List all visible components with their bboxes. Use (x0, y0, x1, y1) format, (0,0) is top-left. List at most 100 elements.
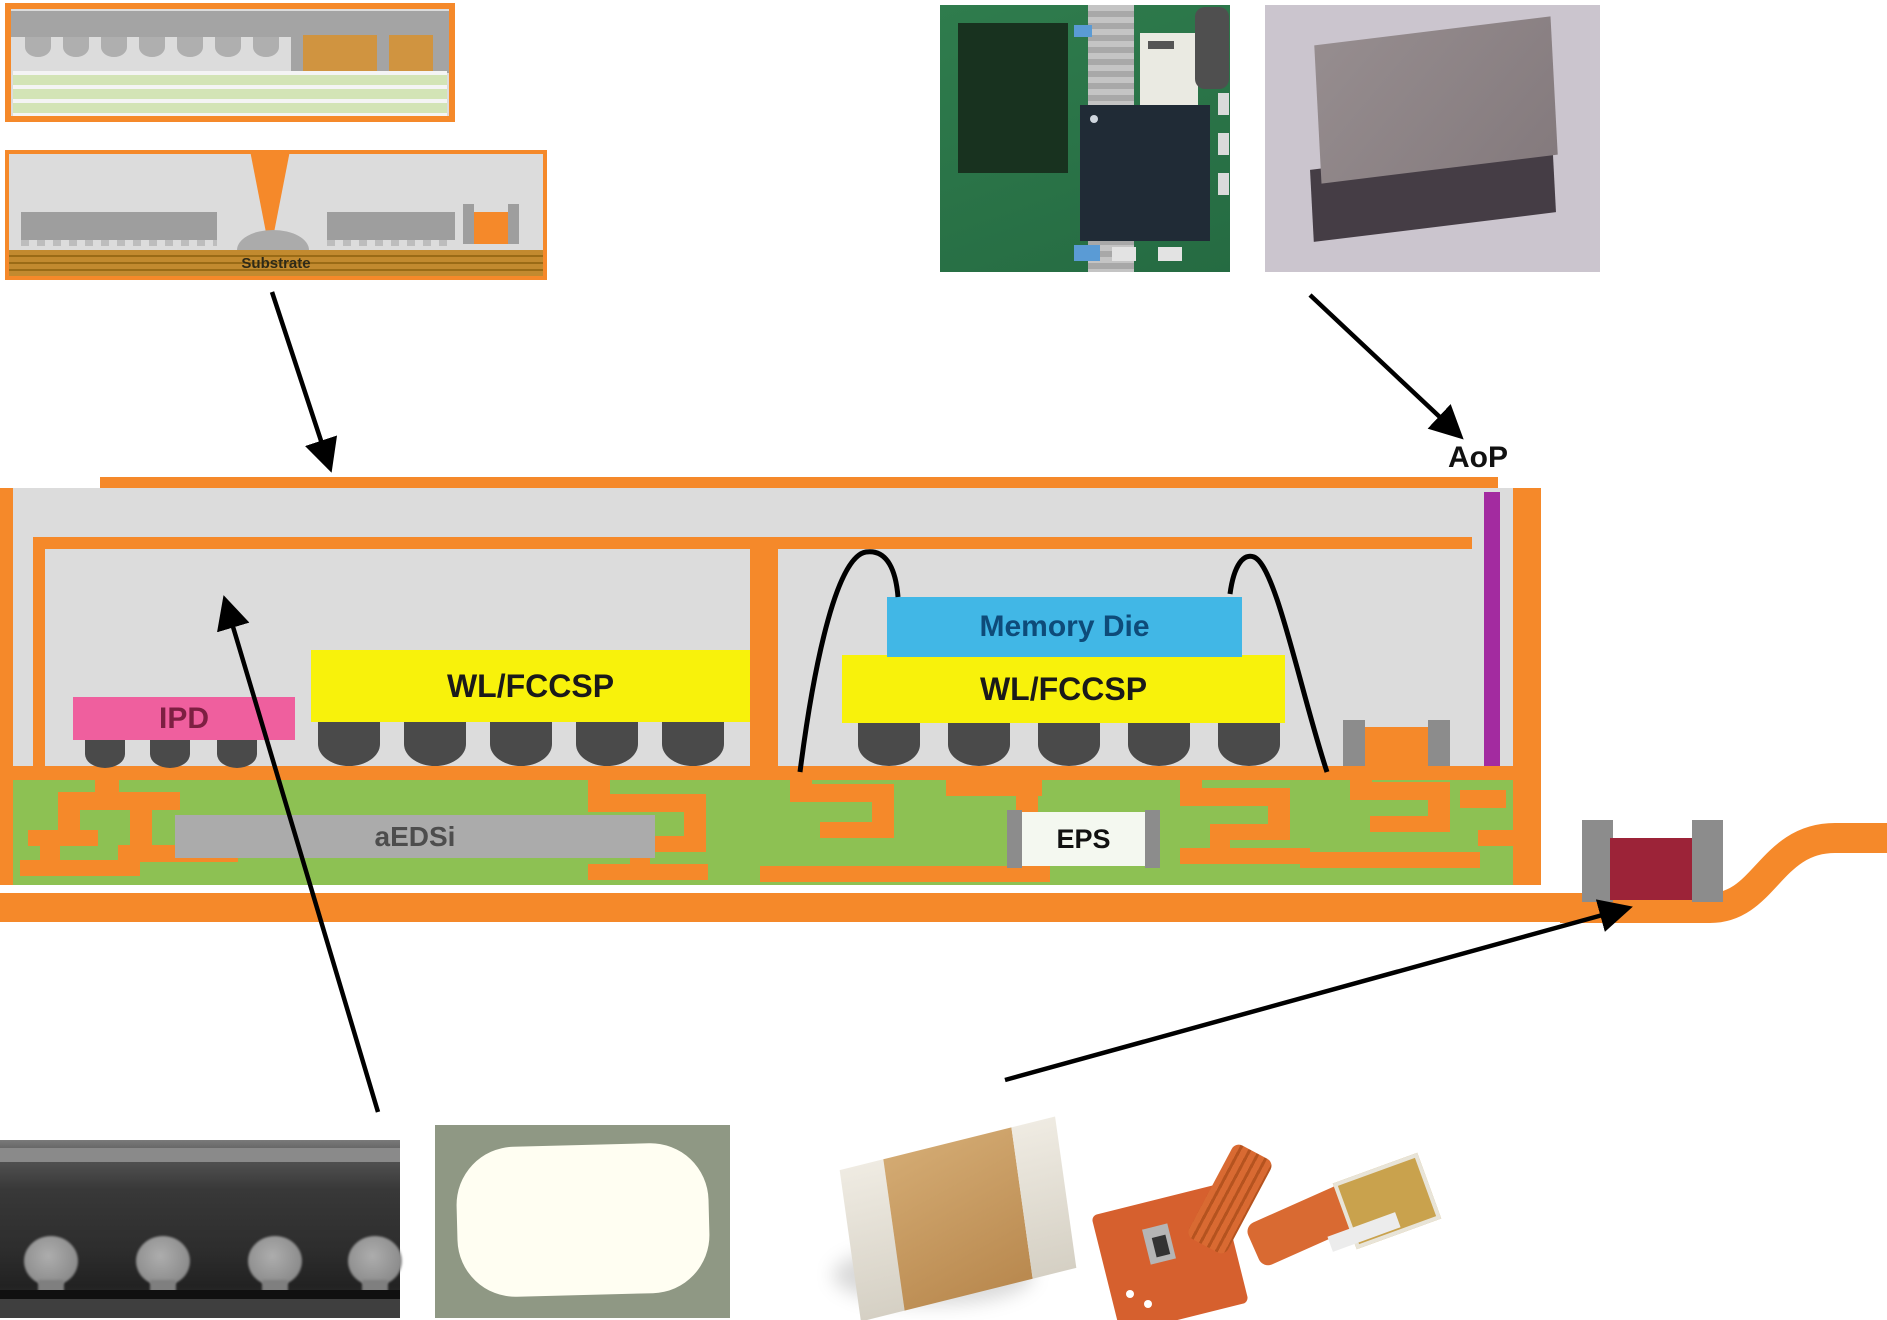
mlcc-capacitor-photo (815, 1116, 1105, 1320)
flex-hole (1126, 1290, 1134, 1298)
pcb-main-ic (1080, 105, 1210, 241)
flex-hole (1144, 1300, 1152, 1308)
external-passive-component (1582, 820, 1723, 902)
solder-bump (404, 722, 466, 766)
pcb-bottom-pad-blue (1074, 245, 1100, 261)
eps-terminal-right (1145, 810, 1160, 868)
ipd-die: IPD (73, 697, 295, 740)
aedsi-label: aEDSi (374, 820, 456, 852)
routing-trace (1300, 852, 1480, 868)
xray-bottom-strip (0, 1299, 400, 1318)
diagram-b-die-left (21, 212, 217, 240)
wl-fccsp-die-right: WL/FCCSP (842, 655, 1285, 723)
solder-bump (1128, 723, 1190, 766)
routing-trace (1180, 848, 1310, 864)
eps-embedded-component: EPS (1007, 810, 1160, 868)
memory-die: Memory Die (887, 597, 1242, 657)
solder-bump (25, 37, 51, 57)
inner-compartment-divider (750, 537, 778, 778)
solder-bump (662, 722, 724, 766)
solder-bump (248, 1236, 302, 1286)
routing-trace (1180, 788, 1290, 806)
smd-terminal-left (1343, 720, 1365, 766)
routing-trace (130, 800, 152, 850)
diagram-b-passive-body (474, 212, 508, 244)
mlcc-chip (839, 1116, 1077, 1320)
pcb-edge-pad (1218, 93, 1229, 115)
diagram-b-pad-row (21, 240, 217, 246)
inner-compartment-left-border (33, 537, 45, 778)
routing-trace (588, 864, 708, 880)
routing-trace (58, 792, 80, 838)
aedsi-embedded-die: aEDSi (175, 815, 655, 858)
solder-bump (858, 723, 920, 766)
solder-bump (253, 37, 279, 57)
substrate-top-metal (13, 766, 1513, 780)
solder-bump (63, 37, 89, 57)
solder-bump (139, 37, 165, 57)
memory-die-label: Memory Die (979, 610, 1150, 643)
routing-trace (820, 822, 894, 838)
xray-bump-photo (0, 1140, 402, 1318)
eps-body: EPS (1022, 812, 1145, 866)
solder-bump (490, 722, 552, 766)
flex-circuit-photo (1090, 1140, 1442, 1320)
routing-trace (1478, 830, 1513, 846)
diagram-b-passive (463, 204, 519, 244)
smd-terminal-right (1428, 720, 1450, 766)
diagram-a-copper-block-1 (303, 35, 377, 73)
substrate-label: Substrate (241, 254, 311, 272)
solder-bump (576, 722, 638, 766)
module-top-face (1314, 16, 1558, 184)
diagram-b-passive-terminal (463, 204, 474, 244)
flex-ground-plane (0, 893, 1600, 922)
routing-trace (28, 830, 98, 846)
routing-trace (790, 784, 894, 802)
diagram-a-copper-block-2 (389, 35, 433, 73)
routing-trace (1350, 782, 1450, 800)
routing-trace (1370, 816, 1450, 832)
wl-fccsp-right-label: WL/FCCSP (979, 670, 1148, 707)
diagram-b-substrate-band: Substrate (9, 250, 543, 276)
external-passive-body (1610, 838, 1696, 900)
package-border-right (1513, 488, 1541, 885)
pcb-module-photo (940, 5, 1230, 272)
molded-module-photo (1265, 5, 1600, 272)
diagram-b-die-right (327, 212, 455, 240)
detail-diagram-substrate: Substrate (5, 150, 547, 280)
arrow-photos-to-aop (1308, 293, 1464, 440)
solder-bump (177, 37, 203, 57)
solder-bump (85, 740, 125, 768)
package-border-left (0, 488, 13, 885)
pcb-component-marking (1148, 41, 1174, 49)
xray-top-band (0, 1148, 400, 1162)
aop-antenna-stripe (1484, 492, 1500, 768)
xray-bottom-line (0, 1290, 400, 1299)
solder-bump (1038, 723, 1100, 766)
diagram-b-solder-dome (237, 230, 309, 250)
pcb-ic-pin1-dot (1090, 115, 1098, 123)
solder-pad-photo (435, 1125, 730, 1318)
pcb-edge-pad (1218, 133, 1229, 155)
eps-label: EPS (1056, 823, 1111, 854)
solder-bump (348, 1236, 402, 1286)
routing-trace (588, 794, 706, 812)
arrow-diagram-to-package (269, 291, 338, 473)
detail-diagram-rdl (5, 3, 455, 122)
solder-bump (318, 722, 380, 766)
wl-fccsp-left-label: WL/FCCSP (446, 667, 615, 704)
smd-passive-in-package (1343, 720, 1450, 766)
pcb-cylinder-component (1195, 7, 1229, 89)
smd-body (1365, 727, 1428, 766)
routing-trace (20, 860, 140, 876)
solder-bump (948, 723, 1010, 766)
routing-trace (1460, 790, 1506, 808)
solder-bump (215, 37, 241, 57)
routing-trace (1210, 824, 1290, 840)
solder-bump (24, 1236, 78, 1286)
external-passive-terminal-left (1582, 820, 1613, 902)
diagram-b-pad-row (327, 240, 455, 246)
aop-label: AoP (1448, 441, 1508, 474)
solder-bump (1218, 723, 1280, 766)
